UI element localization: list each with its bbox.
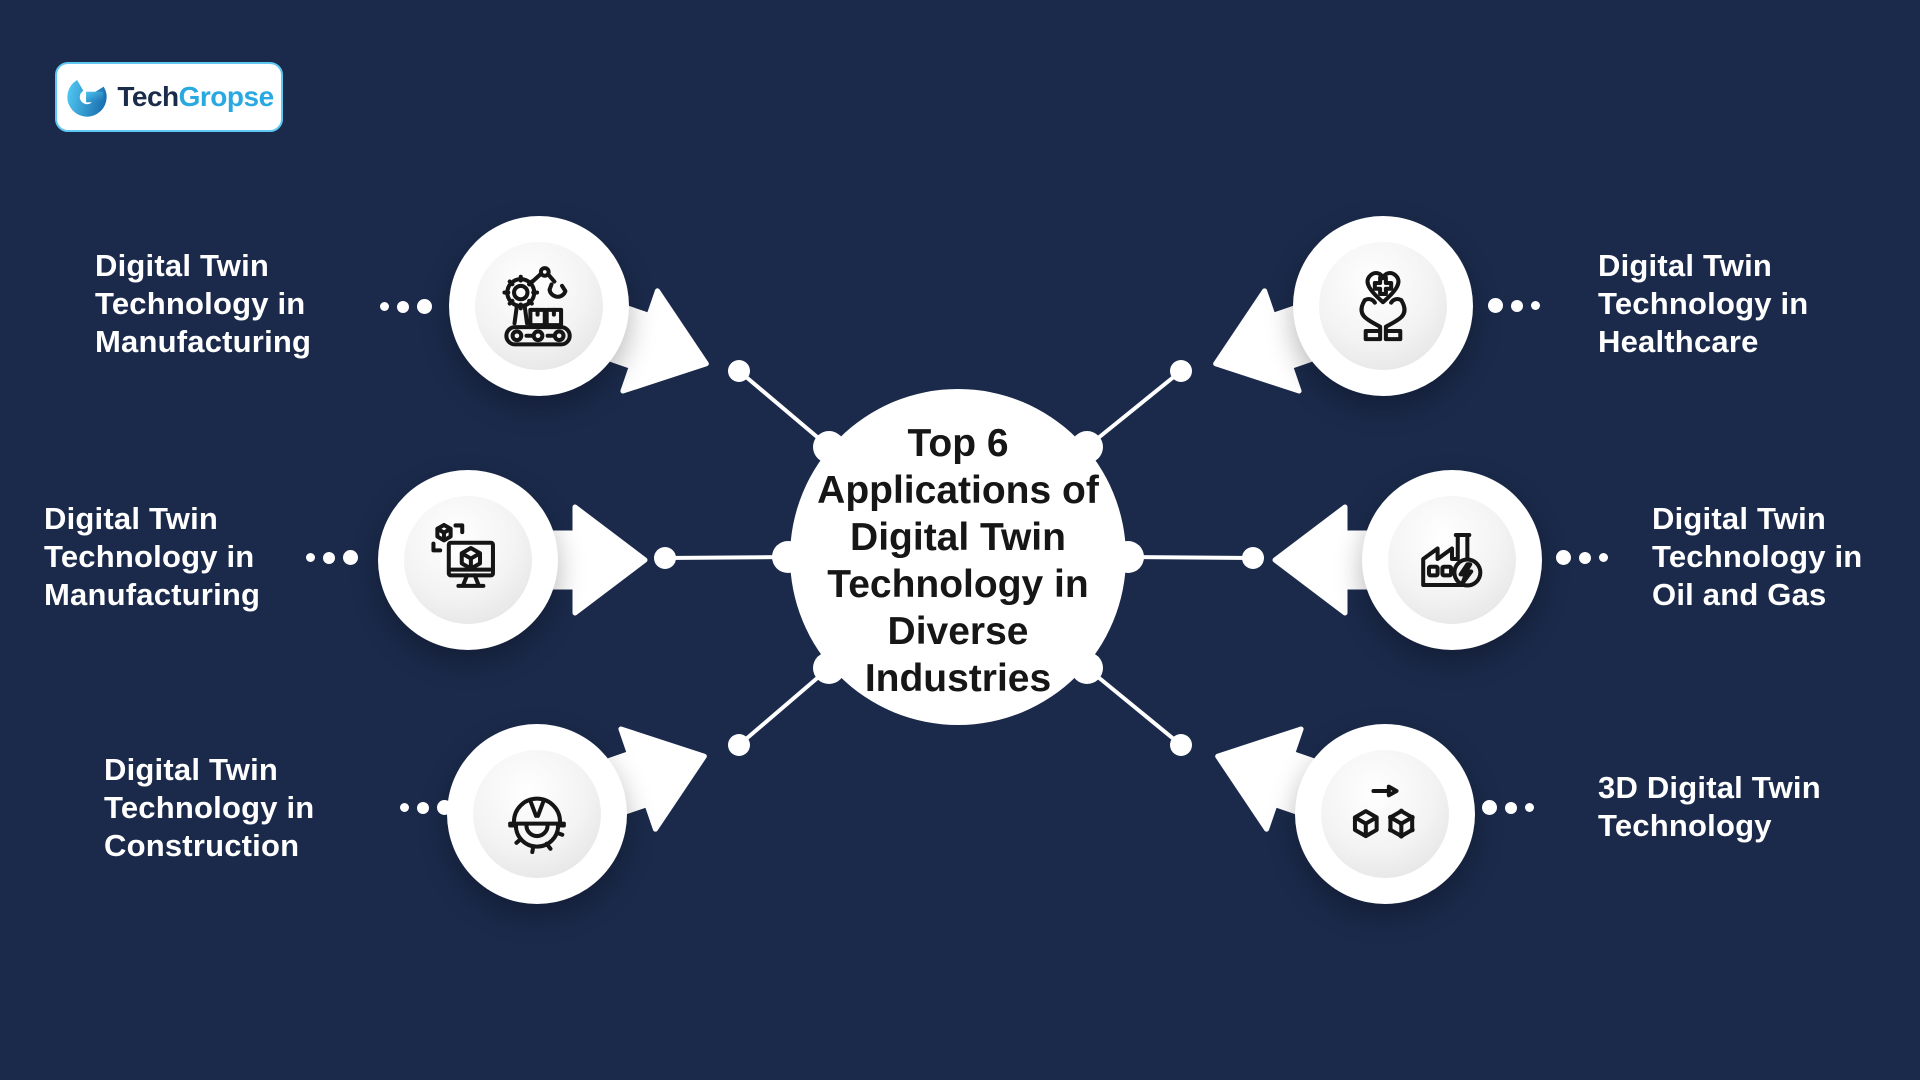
label-line: Technology in xyxy=(1598,286,1809,321)
node-oil-and-gas xyxy=(1362,470,1542,650)
node-manufacturing-modeling xyxy=(378,470,558,650)
tip-dot-middle-left xyxy=(654,547,676,569)
connector-line-top-left xyxy=(737,369,831,449)
dots-top-left xyxy=(380,299,432,314)
label-line: Construction xyxy=(104,828,300,863)
connector-line-bottom-left xyxy=(737,666,831,747)
center-title-line: Industries xyxy=(864,657,1052,700)
logo-g-icon xyxy=(67,77,107,117)
connector-lines xyxy=(664,369,1254,747)
brand-name-second: Gropse xyxy=(178,81,275,112)
connector-tip-dots xyxy=(654,360,1264,756)
dots-top-right xyxy=(1488,298,1540,313)
dots-middle-right xyxy=(1556,550,1608,565)
dots-bottom-right xyxy=(1482,800,1534,815)
node-healthcare xyxy=(1293,216,1473,396)
center-title-line: Diverse xyxy=(887,610,1029,653)
node-3d-digital-twin xyxy=(1295,724,1475,904)
label-line: Digital Twin xyxy=(44,501,219,536)
node-label-oil-and-gas: Digital Twin Technology in Oil and Gas xyxy=(1652,500,1920,614)
robot-arm-conveyor-icon xyxy=(502,266,572,347)
label-line: Technology xyxy=(1598,808,1772,843)
dots-middle-left xyxy=(306,550,358,565)
tip-dot-middle-right xyxy=(1242,547,1264,569)
label-line: Technology in xyxy=(1652,539,1863,574)
label-line: Technology in xyxy=(44,539,255,574)
node-label-healthcare: Digital Twin Technology in Healthcare xyxy=(1598,247,1918,361)
connector-line-top-right xyxy=(1085,369,1183,449)
label-line: Technology in xyxy=(104,790,315,825)
label-line: Oil and Gas xyxy=(1652,577,1827,612)
center-circle xyxy=(790,389,1126,725)
tip-dot-top-left xyxy=(728,360,750,382)
monitor-3d-cube-icon xyxy=(431,522,495,588)
tip-dot-bottom-left xyxy=(728,734,750,756)
cube-transform-icon xyxy=(1352,784,1415,839)
dots-bottom-left xyxy=(400,800,452,815)
factory-energy-icon xyxy=(1421,533,1483,588)
center-title-line: Digital Twin xyxy=(850,516,1066,559)
tip-dot-top-right xyxy=(1170,360,1192,382)
brand-name-first: Tech xyxy=(117,81,179,112)
connector-line-bottom-right xyxy=(1085,666,1183,747)
tip-dot-bottom-right xyxy=(1170,734,1192,756)
node-icon-circle xyxy=(1388,496,1516,624)
label-line: 3D Digital Twin xyxy=(1598,770,1821,805)
hard-hat-gear-icon xyxy=(508,796,566,855)
label-line: Healthcare xyxy=(1598,324,1759,359)
center-title-line: Top 6 xyxy=(907,422,1009,465)
label-line: Manufacturing xyxy=(44,577,261,612)
label-line: Digital Twin xyxy=(104,752,279,787)
node-icon-circle xyxy=(1319,242,1447,370)
center-title-line: Technology in xyxy=(827,563,1089,606)
label-line: Digital Twin xyxy=(95,248,270,283)
center-title: Top 6 Applications of Digital Twin Techn… xyxy=(768,420,1148,702)
hands-heart-cross-icon xyxy=(1359,271,1407,342)
label-line: Digital Twin xyxy=(1652,501,1827,536)
brand-name: TechGropse xyxy=(117,81,275,113)
logo-badge: TechGropse xyxy=(55,62,283,132)
node-label-manufacturing-modeling: Digital Twin Technology in Manufacturing xyxy=(44,500,364,614)
node-label-manufacturing-robotics: Digital Twin Technology in Manufacturing xyxy=(95,247,415,361)
node-label-3d-digital-twin: 3D Digital Twin Technology xyxy=(1598,769,1918,845)
node-icon-circle xyxy=(1321,750,1449,878)
node-icon-circle xyxy=(473,750,601,878)
label-line: Technology in xyxy=(95,286,306,321)
node-icon-circle xyxy=(404,496,532,624)
label-line: Manufacturing xyxy=(95,324,312,359)
center-title-line: Applications of xyxy=(817,469,1099,512)
connector-line-middle-right xyxy=(1127,555,1254,560)
node-label-construction: Digital Twin Technology in Construction xyxy=(104,751,424,865)
node-manufacturing-robotics xyxy=(449,216,629,396)
connector-line-middle-left xyxy=(664,555,789,560)
label-line: Digital Twin xyxy=(1598,248,1773,283)
node-icon-circle xyxy=(475,242,603,370)
node-construction xyxy=(447,724,627,904)
